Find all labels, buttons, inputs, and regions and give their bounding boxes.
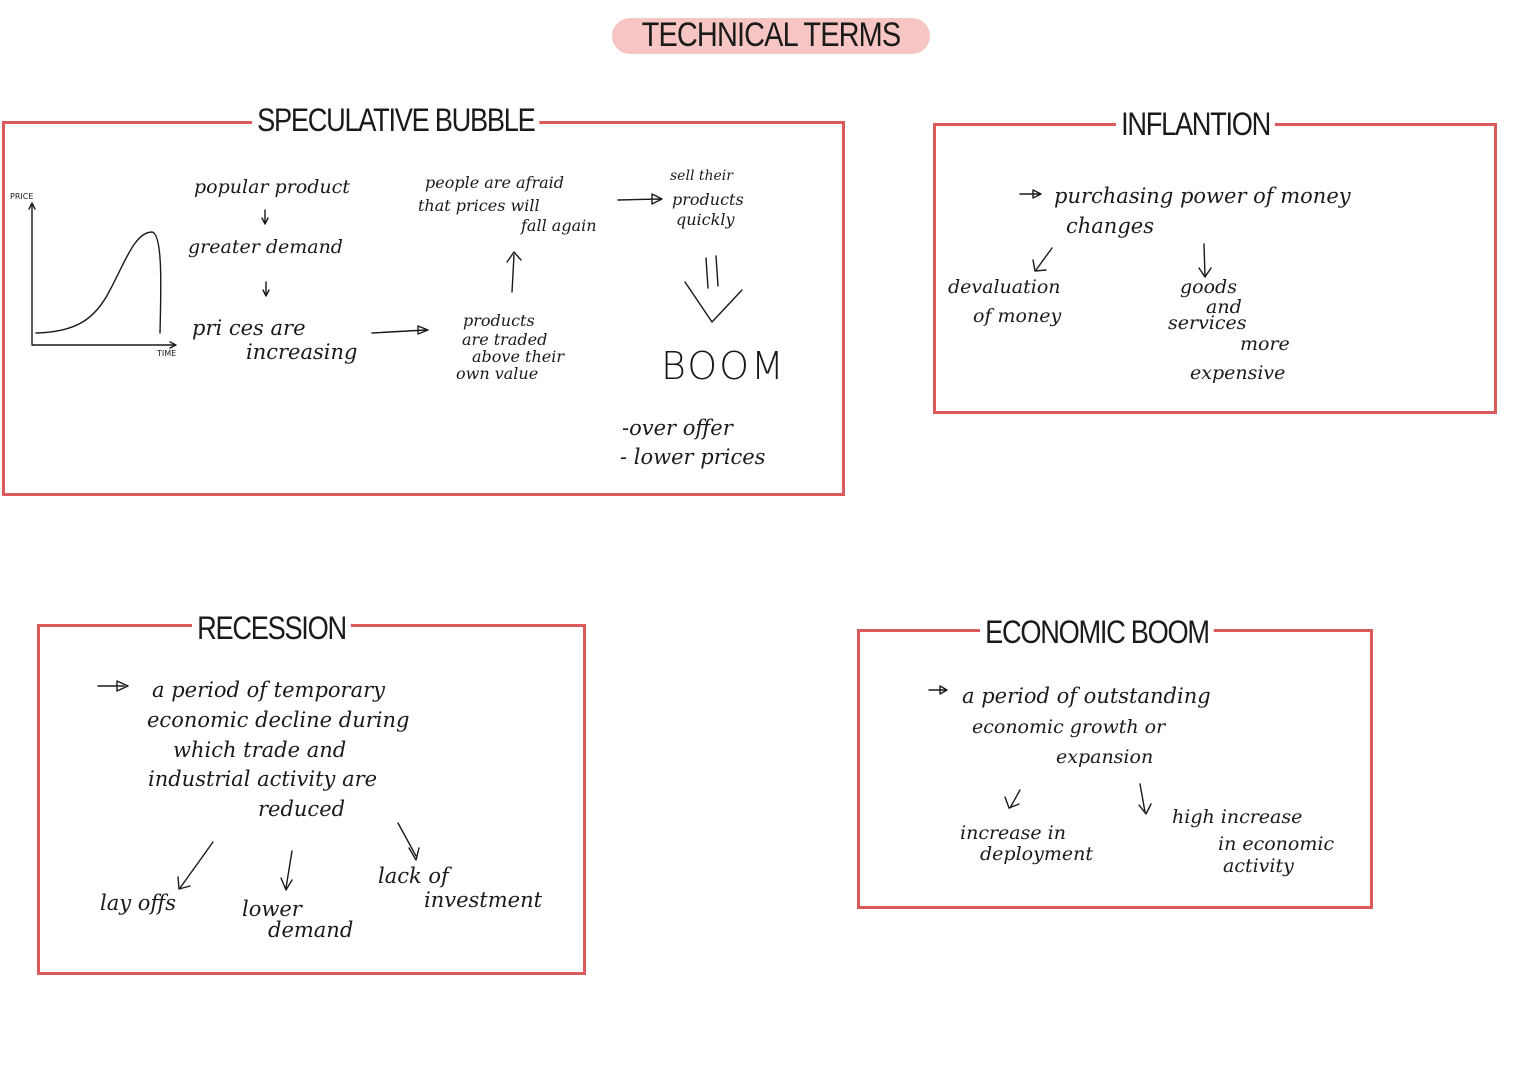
recession-def-3: which trade and	[173, 738, 347, 762]
recession-title: RECESSION	[192, 610, 351, 647]
products-traded-2: are traded	[462, 330, 548, 349]
lower-demand-2: demand	[268, 918, 354, 942]
purchasing-1: purchasing power of money	[1054, 184, 1351, 208]
devaluation-2: of money	[973, 305, 1062, 327]
over-offer: -over offer	[622, 416, 733, 440]
devaluation-1: devaluation	[948, 276, 1061, 298]
lack-1: lack of	[378, 864, 449, 888]
chart-y-label: PRICE	[10, 192, 34, 201]
greater-demand: greater demand	[188, 236, 343, 258]
lack-2: investment	[424, 888, 543, 912]
sell-1: sell their	[670, 168, 733, 184]
afraid-2: that prices will	[418, 196, 540, 215]
sell-3: quickly	[676, 210, 735, 229]
speculative-bubble-title: SPECULATIVE BUBBLE	[252, 102, 540, 139]
boom-label: BOOM	[661, 344, 786, 388]
products-traded-4: own value	[456, 364, 539, 383]
lower-demand-1: lower	[242, 897, 302, 921]
afraid-1: people are afraid	[425, 173, 565, 192]
high-2: in economic	[1218, 833, 1335, 855]
layoffs: lay offs	[100, 891, 177, 915]
high-1: high increase	[1172, 806, 1303, 828]
title-highlight	[612, 18, 930, 54]
increasing: increasing	[246, 340, 358, 364]
sell-2: products	[672, 190, 744, 209]
recession-def-2: economic decline during	[147, 708, 410, 732]
purchasing-2: changes	[1066, 214, 1154, 238]
inflation-title: INFLANTION	[1116, 106, 1276, 143]
high-3: activity	[1223, 855, 1294, 877]
recession-def-4: industrial activity are	[148, 767, 378, 791]
prices-are: pri ces are	[192, 316, 306, 340]
chart-x-label: TIME	[157, 349, 177, 358]
products-traded-1: products	[463, 311, 535, 330]
economic-boom-box	[857, 629, 1373, 909]
goods-1: goods	[1180, 276, 1237, 298]
recession-def-5: reduced	[258, 797, 346, 821]
boom-def-1: a period of outstanding	[962, 684, 1211, 708]
economic-boom-title: ECONOMIC BOOM	[980, 614, 1214, 651]
goods-4: more	[1240, 333, 1290, 355]
increase-2: deployment	[980, 843, 1093, 865]
recession-def-1: a period of temporary	[152, 678, 385, 702]
page-title: TECHNICAL TERMS	[641, 16, 901, 54]
popular-product: popular product	[194, 176, 350, 198]
goods-5: expensive	[1190, 362, 1286, 384]
goods-2: and	[1206, 296, 1242, 318]
increase-1: increase in	[960, 822, 1066, 844]
lower-prices: - lower prices	[620, 445, 766, 469]
goods-3: services	[1168, 312, 1247, 334]
boom-def-2: economic growth or	[972, 716, 1166, 738]
products-traded-3: above their	[472, 347, 564, 366]
afraid-3: fall again	[521, 216, 597, 235]
boom-def-3: expansion	[1056, 746, 1154, 768]
